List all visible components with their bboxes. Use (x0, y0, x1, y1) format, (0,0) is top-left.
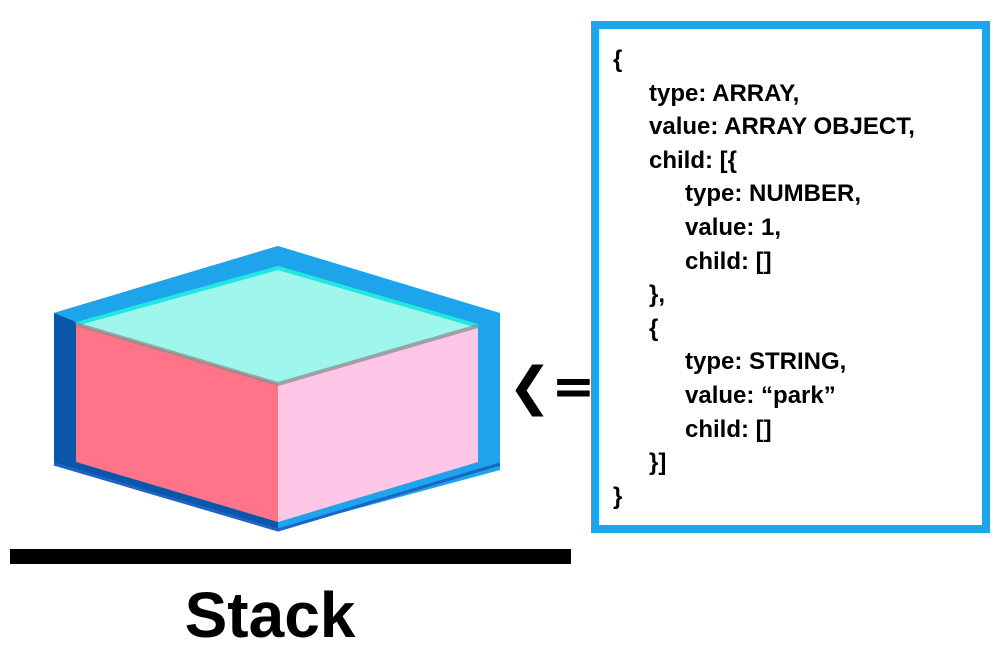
stack-cube (53, 246, 501, 532)
cube-back-outline-topleft (54, 246, 278, 322)
cube-top-edge-back (75, 265, 479, 328)
code-line: type: STRING, (685, 348, 847, 376)
cube-side-face (278, 326, 478, 522)
code-line: value: ARRAY OBJECT, (649, 113, 915, 141)
code-line: }, (649, 281, 666, 309)
code-line: } (613, 482, 623, 510)
code-line: child: [{ (649, 146, 737, 174)
cube-top-edge-front (75, 322, 479, 387)
cube-front-face (76, 324, 278, 522)
code-line: }] (649, 449, 667, 477)
code-line: child: [] (685, 247, 772, 275)
cube-bottom-edge (53, 462, 501, 532)
stack-baseline (10, 549, 571, 564)
code-line: value: “park” (685, 381, 836, 409)
code-line: { (649, 314, 659, 342)
code-line: value: 1, (685, 213, 782, 241)
code-line: child: [] (685, 415, 772, 443)
stack-label: Stack (184, 579, 356, 651)
push-arrow-symbol: ❮= (508, 357, 596, 417)
code-lines: { type: ARRAY, value: ARRAY OBJECT, child: … (613, 43, 915, 513)
object-code-box: { type: ARRAY, value: ARRAY OBJECT, child: … (591, 21, 990, 533)
code-line: type: ARRAY, (649, 79, 800, 107)
code-line: type: NUMBER, (685, 180, 862, 208)
code-line: { (613, 46, 623, 73)
